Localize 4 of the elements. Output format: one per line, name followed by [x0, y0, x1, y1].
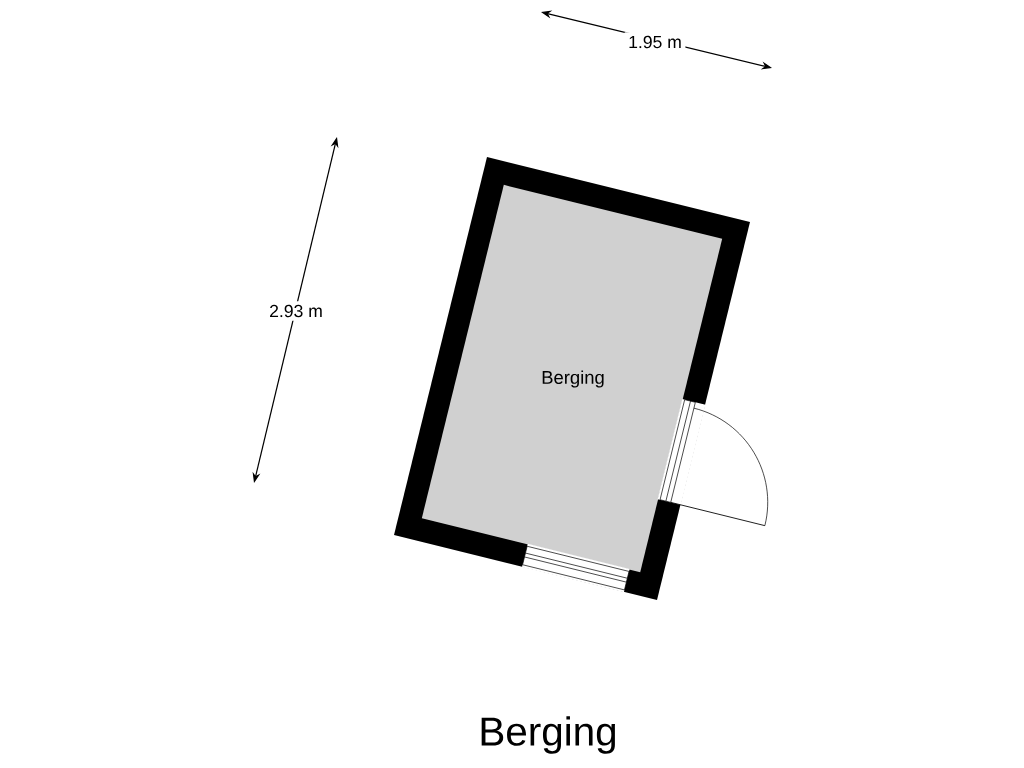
dimension-label: 1.95 m [624, 32, 686, 52]
room-floor: Berging [421, 184, 723, 573]
dimension-label: 2.93 m [265, 301, 327, 321]
title: Berging [481, 716, 615, 754]
